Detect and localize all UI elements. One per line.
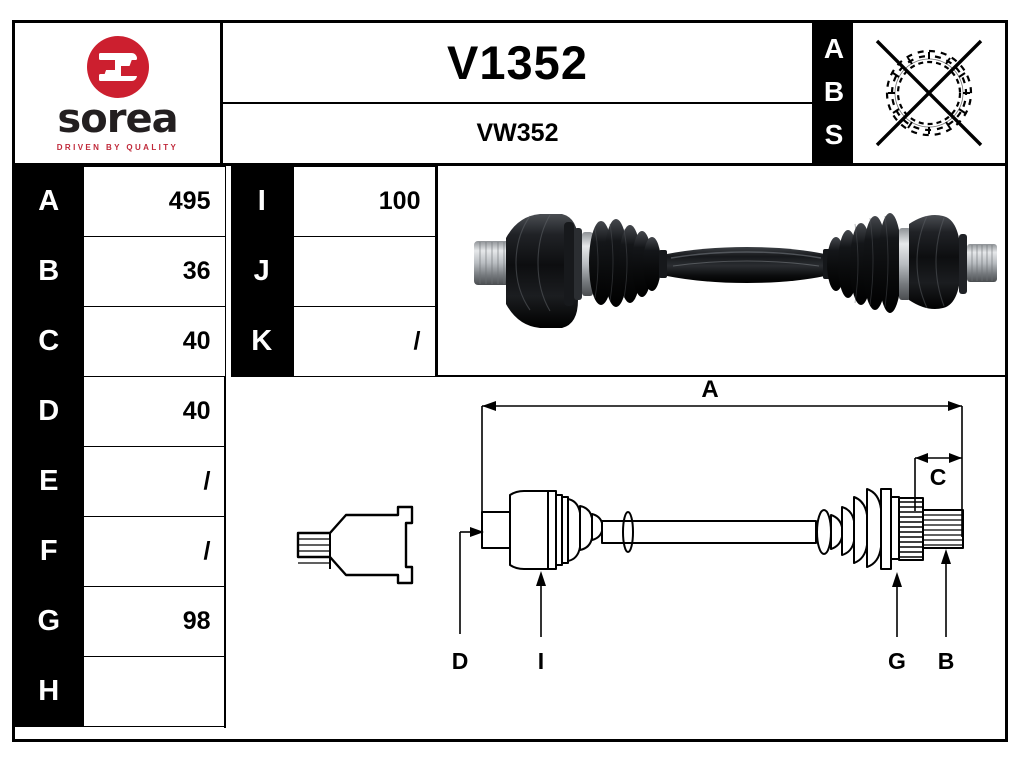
spec-value-j bbox=[292, 236, 436, 307]
abs-letter-b: B bbox=[823, 75, 845, 107]
callout-label-b: B bbox=[938, 648, 955, 674]
spec-label-f: F bbox=[15, 516, 84, 587]
arrow-right-c bbox=[949, 453, 962, 463]
spec-label-j: J bbox=[231, 236, 294, 307]
abs-letter-s: S bbox=[824, 119, 844, 151]
brand-tagline: DRIVEN BY QUALITY bbox=[56, 143, 179, 152]
spec-value-e: / bbox=[82, 446, 226, 517]
spec-value-i: 100 bbox=[292, 166, 436, 237]
abs-letter-a: A bbox=[823, 32, 845, 64]
arrow-left-c bbox=[915, 453, 928, 463]
table-row: D 40 bbox=[15, 376, 226, 447]
abs-label-column: A B S bbox=[815, 23, 853, 163]
spec-label-g: G bbox=[15, 586, 84, 657]
arrow-b bbox=[941, 549, 951, 564]
table-row: H bbox=[15, 656, 226, 727]
spec-label-i: I bbox=[231, 166, 294, 237]
table-row: K / bbox=[231, 306, 436, 377]
callout-label-d: D bbox=[452, 648, 469, 674]
table-right-divider bbox=[435, 166, 438, 377]
table-row: A 495 bbox=[15, 166, 226, 237]
spec-table-left: A 495 B 36 C 40 D 40 E / bbox=[15, 166, 226, 727]
arrow-left-a bbox=[482, 401, 496, 411]
header-band: sorea DRIVEN BY QUALITY V1352 VW352 A B … bbox=[15, 23, 1005, 166]
callout-label-c: C bbox=[930, 464, 947, 490]
part-reference: V1352 bbox=[447, 35, 588, 89]
table-row: C 40 bbox=[15, 306, 226, 377]
brand-wordmark: sorea bbox=[57, 96, 178, 142]
reference-row: V1352 bbox=[223, 23, 812, 104]
spec-value-f: / bbox=[82, 516, 226, 587]
datasheet-frame: sorea DRIVEN BY QUALITY V1352 VW352 A B … bbox=[12, 20, 1008, 742]
cv-drive-shaft-photo bbox=[438, 166, 1005, 375]
spec-label-h: H bbox=[15, 656, 84, 727]
spec-value-c: 40 bbox=[82, 306, 226, 377]
abs-icon-cell bbox=[853, 23, 1005, 163]
spec-label-c: C bbox=[15, 306, 84, 377]
arrow-d bbox=[470, 527, 484, 537]
technical-drawing-panel: A C bbox=[438, 379, 1005, 739]
title-cell: V1352 VW352 bbox=[223, 23, 815, 163]
spec-value-a: 495 bbox=[82, 166, 226, 237]
abs-ring-crossed-out-icon bbox=[875, 39, 983, 147]
table-row: I 100 bbox=[231, 166, 436, 237]
cv-shaft-technical-drawing: A C bbox=[438, 379, 1005, 725]
table-row: E / bbox=[15, 446, 226, 517]
sorea-logo-icon bbox=[86, 36, 149, 98]
spec-table-right: I 100 J K / bbox=[231, 166, 436, 377]
arrow-right-a bbox=[948, 401, 962, 411]
table-row: F / bbox=[15, 516, 226, 587]
oe-reference-row: VW352 bbox=[223, 104, 812, 163]
spec-value-g: 98 bbox=[82, 586, 226, 657]
callout-label-a: A bbox=[701, 379, 718, 403]
callout-label-g: G bbox=[888, 648, 906, 674]
splined-stub-detail bbox=[296, 505, 414, 585]
table-row: G 98 bbox=[15, 586, 226, 657]
arrow-g bbox=[892, 572, 902, 587]
spec-value-b: 36 bbox=[82, 236, 226, 307]
spec-value-d: 40 bbox=[82, 376, 226, 447]
spec-label-a: A bbox=[15, 166, 84, 237]
spec-label-k: K bbox=[231, 306, 294, 377]
spec-value-k: / bbox=[292, 306, 436, 377]
body-area: A 495 B 36 C 40 D 40 E / bbox=[15, 166, 1005, 739]
product-photo-panel bbox=[438, 166, 1005, 377]
table-left-divider bbox=[224, 377, 226, 728]
table-row: J bbox=[231, 236, 436, 307]
spec-label-d: D bbox=[15, 376, 84, 447]
arrow-i bbox=[536, 571, 546, 586]
table-row: B 36 bbox=[15, 236, 226, 307]
oe-reference: VW352 bbox=[476, 118, 559, 147]
spec-value-h bbox=[82, 656, 226, 727]
spec-label-b: B bbox=[15, 236, 84, 307]
callout-label-i: I bbox=[538, 648, 544, 674]
spec-label-e: E bbox=[15, 446, 84, 517]
brand-logo-cell: sorea DRIVEN BY QUALITY bbox=[15, 23, 223, 163]
